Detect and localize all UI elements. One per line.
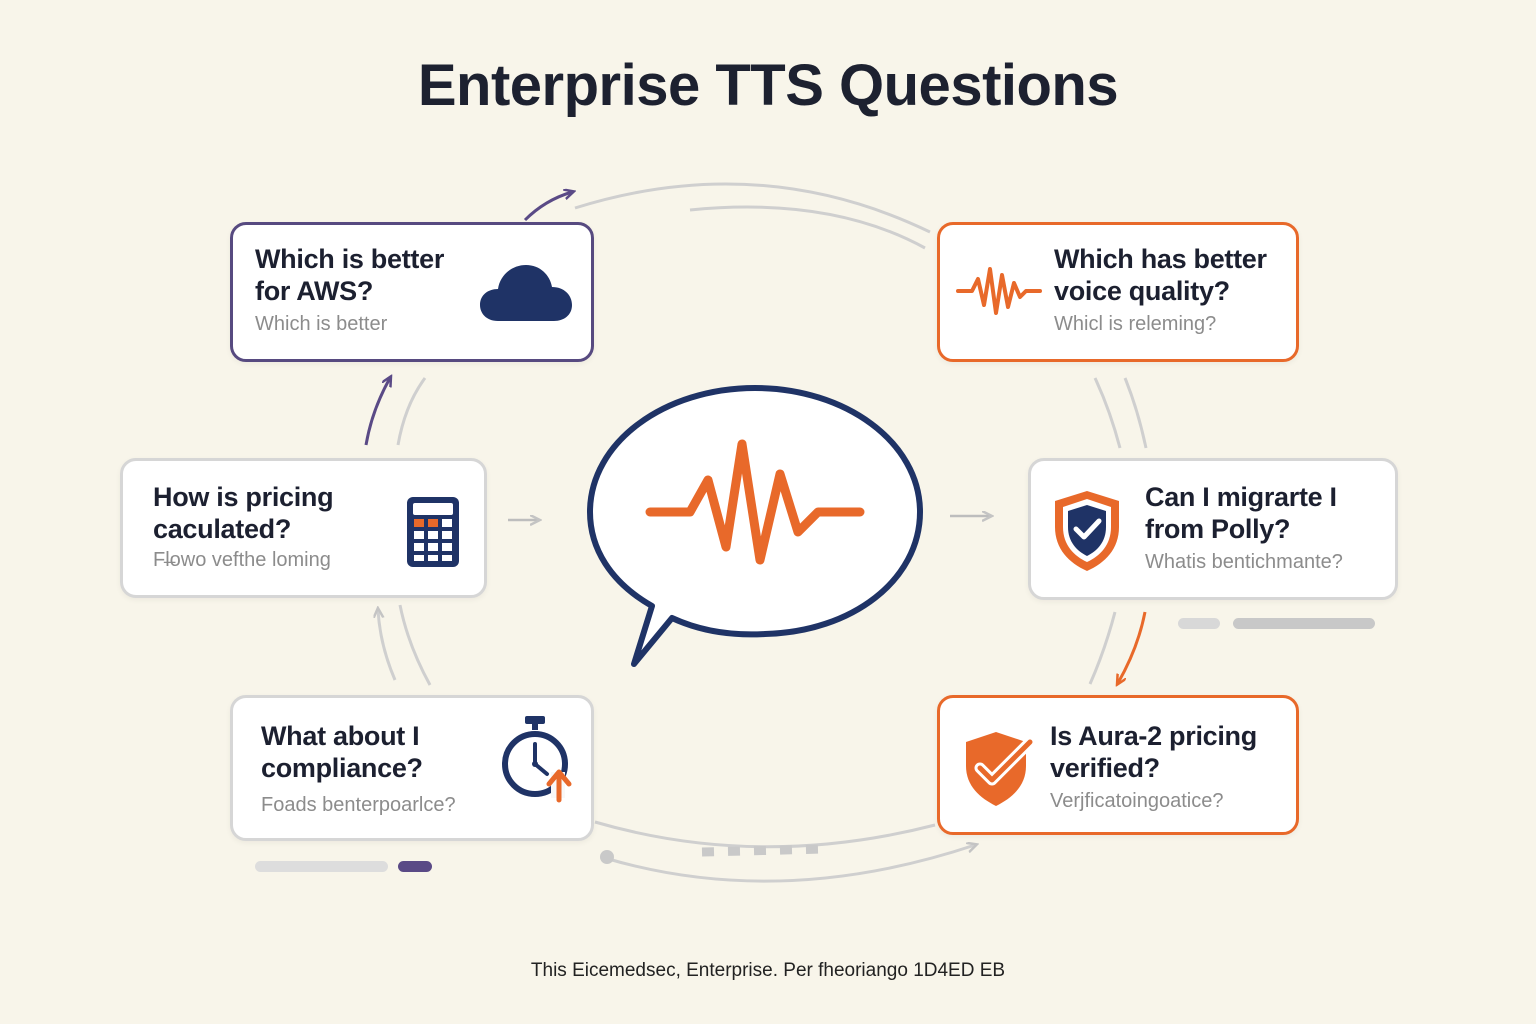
arc-right-lower-gray — [1088, 611, 1117, 685]
arc-bottom-outer — [604, 845, 975, 883]
card-compliance[interactable]: What about I compliance? Foads benterpoa… — [230, 695, 594, 841]
shield-check-icon — [1055, 491, 1119, 571]
card-question: Which has better voice quality? — [1054, 244, 1267, 306]
card-subtitle: Whicl is releming? — [1054, 313, 1217, 335]
arc-top-inner — [689, 205, 926, 250]
card-voice-quality[interactable]: Which has better voice quality? Whicl is… — [937, 222, 1299, 362]
card-subtitle: Fl̶owo vefthe loming — [153, 549, 331, 571]
shield-check-icon — [966, 732, 1036, 806]
page-title: Enterprise TTS Questions — [417, 53, 1119, 118]
arrow-migrate-down — [1118, 611, 1147, 683]
stopwatch-icon — [502, 716, 572, 803]
card-question: What about I compliance? — [261, 721, 423, 783]
card-migrate[interactable]: Can I migrarte I from Polly? Whatis bent… — [1028, 458, 1398, 600]
card-subtitle: Which is better — [255, 313, 388, 335]
arrow-compliance-up — [378, 610, 397, 681]
card-question: Can I migrarte I from Polly? — [1145, 482, 1337, 544]
card-aws[interactable]: Which is better for AWS? Which is better — [230, 222, 594, 362]
card-question: How is pricing caculated? — [153, 482, 334, 544]
card-question: Which is better for AWS? — [255, 244, 445, 306]
arc-top-outer — [574, 182, 931, 234]
pill-bar-right-short — [1178, 618, 1220, 629]
card-subtitle: Foads benterpoarlce? — [261, 794, 456, 816]
speech-bubble-waveform-icon — [587, 385, 923, 667]
calculator-icon — [407, 497, 459, 567]
card-question: Is Aura-2 pricing verified? — [1050, 721, 1257, 783]
cloud-icon — [480, 265, 572, 321]
arc-left-upper — [396, 377, 427, 446]
card-verified[interactable]: Is Aura-2 pricing verified? Verjficatoin… — [937, 695, 1299, 835]
arc-bottom-dot — [600, 850, 614, 864]
waveform-icon — [956, 267, 1042, 315]
arc-bottom-dashes — [701, 844, 826, 857]
arc-right-upper-2 — [1123, 377, 1148, 449]
arc-left-lower — [398, 604, 432, 686]
card-pricing[interactable]: How is pricing caculated? Fl̶owo vefthe … — [120, 458, 487, 598]
card-subtitle: Whatis bentichmante? — [1145, 551, 1343, 573]
arc-right-upper-1 — [1093, 377, 1122, 449]
arc-bottom-inner — [594, 820, 936, 849]
card-subtitle: Verjficatoingoatice? — [1050, 790, 1224, 812]
arrow-pricing-up — [364, 378, 390, 446]
arrow-aws-out — [523, 192, 572, 222]
pill-bar-right-long — [1233, 618, 1375, 629]
pill-bar-left-accent — [398, 861, 432, 872]
footer-text: This Eicemedsec, Enterprise. Per fheoria… — [530, 960, 1006, 981]
pill-bar-left-long — [255, 861, 388, 872]
